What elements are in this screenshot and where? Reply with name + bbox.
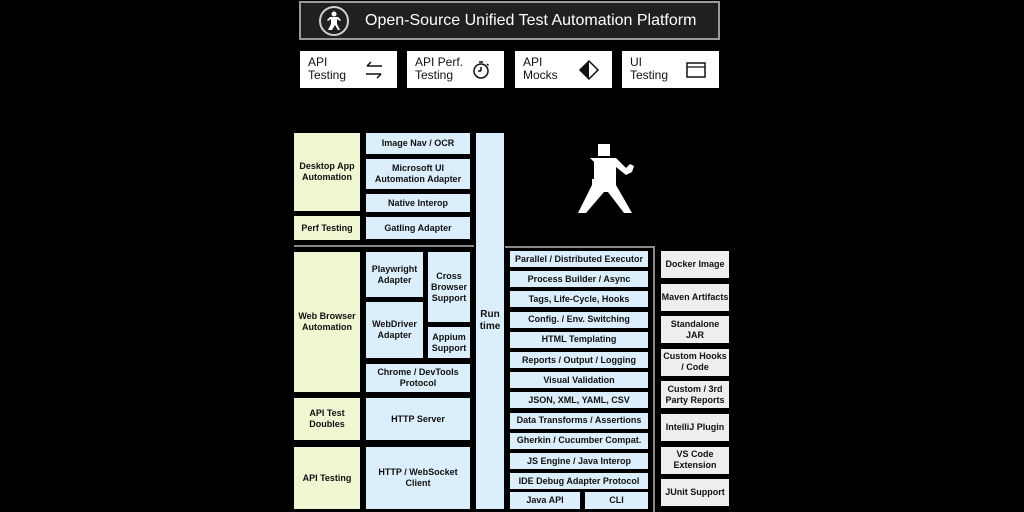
adapter-microsoft-ui: Microsoft UI Automation Adapter [366,159,470,189]
integration-item: JUnit Support [661,479,729,507]
stopwatch-icon [473,61,490,79]
core-feature-item: Data Transforms / Assertions [510,412,648,429]
core-feature-item: IDE Debug Adapter Protocol [510,473,648,490]
adapter-appium: Appium Support [428,327,470,358]
feature-label: Mocks [523,68,558,82]
adapter-http-server: HTTP Server [366,398,470,440]
core-feature-item: HTML Templating [510,331,648,348]
runtime-label: Run [480,309,500,320]
feature-label: API [308,55,328,69]
category-perf-testing: Perf Testing [294,216,360,240]
cli: CLI [585,492,648,509]
title-bar: Open-Source Unified Test Automation Plat… [299,1,720,40]
feature-label: UI [630,55,642,69]
core-feature-item: Visual Validation [510,372,648,389]
integration-item: Standalone JAR [661,316,729,344]
integration-item: Custom Hooks / Code [661,348,729,376]
feature-label: API Perf. [415,55,464,69]
adapter-cross-browser: Cross Browser Support [428,252,470,322]
karate-fighter-icon [319,6,349,36]
core-feature-item: Reports / Output / Logging [510,352,648,368]
integration-item: Docker Image [661,251,729,278]
integration-item: Maven Artifacts [661,283,729,311]
feature-label: Testing [308,68,347,82]
core-feature-item: Parallel / Distributed Executor [510,251,648,267]
core-feature-item: Process Builder / Async [510,271,648,288]
adapter-image-nav-ocr: Image Nav / OCR [366,133,470,154]
category-web-browser-automation: Web Browser Automation [294,252,360,392]
adapter-webdriver: WebDriver Adapter [366,302,423,358]
adapter-http-websocket-client: HTTP / WebSocket Client [366,447,470,509]
integration-item: IntelliJ Plugin [661,414,729,441]
runtime-bar: Run time [476,133,504,509]
adapter-native-interop: Native Interop [366,194,470,212]
category-desktop-automation: Desktop App Automation [294,133,360,211]
core-feature-item: Gherkin / Cucumber Compat. [510,432,648,449]
core-feature-item: Config. / Env. Switching [510,311,648,328]
java-api: Java API [510,492,580,509]
bidirectional-arrows-icon [366,61,382,79]
feature-label: Testing [630,68,669,82]
category-api-test-doubles: API Test Doubles [294,398,360,440]
half-diamond-icon [578,59,600,81]
integration-item: VS Code Extension [661,446,729,474]
core-feature-item: JSON, XML, YAML, CSV [510,392,648,409]
core-feature-item: Tags, Life-Cycle, Hooks [510,291,648,308]
karate-fighter-icon [578,144,634,213]
page-title: Open-Source Unified Test Automation Plat… [365,12,697,29]
feature-label: API [523,55,543,69]
adapter-playwright: Playwright Adapter [366,252,423,297]
integration-item: Custom / 3rd Party Reports [661,381,729,409]
core-feature-item: JS Engine / Java Interop [510,453,648,469]
adapter-chrome-devtools: Chrome / DevTools Protocol [366,364,470,392]
feature-api-perf-testing: API Perf.Testing [407,51,504,88]
feature-label: Testing [415,68,454,82]
adapter-gatling: Gatling Adapter [366,217,470,239]
browser-window-icon [686,62,706,78]
category-api-testing: API Testing [294,447,360,509]
divider [294,245,474,247]
runtime-label: time [479,321,501,332]
